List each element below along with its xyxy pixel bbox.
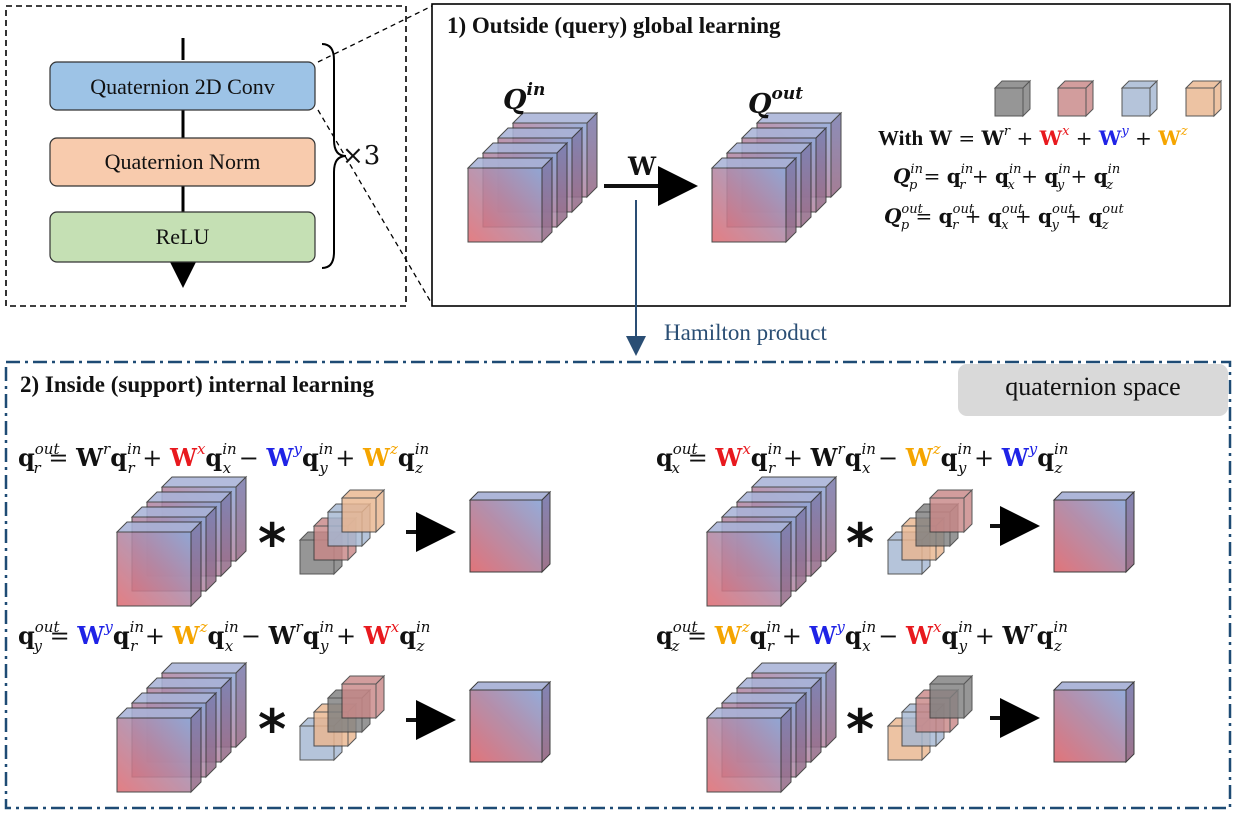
kernel-4-cube-3 — [928, 674, 974, 720]
input-stack-4-layer-0 — [705, 706, 793, 794]
cube-layer — [115, 79, 1223, 794]
repeat-brace — [321, 43, 347, 269]
zoom-line-bottom — [317, 109, 433, 305]
conv-symbol-2: * — [846, 512, 875, 575]
norm-block — [49, 137, 316, 187]
space-badge-box — [958, 364, 1228, 416]
conv-block — [49, 61, 316, 111]
q-out-label: Qout — [748, 84, 804, 120]
output-cube-1 — [468, 490, 552, 574]
q-out-equation: Qoutp = qoutr + qoutx + qouty + qoutz — [884, 202, 1124, 233]
q-in-equation: Qinp = qinr + qinx + qiny + qinz — [893, 162, 1121, 193]
norm-block-label: Quaternion Norm — [104, 149, 261, 174]
inside-title: 2) Inside (support) internal learning — [20, 372, 374, 397]
kernel-2-cube-3 — [928, 488, 974, 534]
conv-symbol-3: * — [258, 698, 287, 761]
eq-qx-out: qoutx = Wxqinr + Wrqinx − Wzqiny + Wyqin… — [656, 440, 1069, 477]
eq-qz-out: qoutz = Wzqinr + Wyqinx − Wxqiny + Wrqin… — [656, 618, 1068, 655]
space-badge: quaternion space — [1005, 372, 1181, 401]
zoom-line-top — [317, 5, 433, 63]
hamilton-label: Hamilton product — [664, 320, 827, 345]
legend-cube-2 — [1120, 79, 1159, 118]
weight-equation: With W = Wr + Wx + Wy + Wz — [878, 124, 1188, 150]
q-in-stack-layer-0 — [466, 156, 554, 244]
outside-title: 1) Outside (query) global learning — [447, 13, 781, 38]
legend-cube-3 — [1184, 79, 1223, 118]
eq-qy-out: qouty = Wyqinr + Wzqinx − Wrqiny + Wxqin… — [18, 618, 431, 655]
weight-label: W — [628, 152, 657, 181]
q-out-stack-layer-0 — [710, 156, 798, 244]
q-in-label: Qin — [503, 80, 546, 116]
eq-qr-out: qoutr = Wrqinr + Wxqinx − Wyqiny + Wzqin… — [18, 440, 430, 477]
repeat-label: ×3 — [342, 141, 381, 171]
inside-panel — [4, 360, 1232, 810]
conv-block-label: Quaternion 2D Conv — [90, 74, 275, 99]
relu-block-label: ReLU — [155, 224, 210, 249]
legend-cube-0 — [993, 79, 1032, 118]
conv-symbol-4: * — [846, 698, 875, 761]
conv-symbol-1: * — [258, 512, 287, 575]
output-cube-3 — [468, 680, 552, 764]
legend-cube-1 — [1056, 79, 1095, 118]
relu-block — [49, 211, 316, 263]
kernel-3-cube-3 — [340, 674, 386, 720]
output-cube-2 — [1052, 490, 1136, 574]
outside-panel — [431, 3, 1231, 307]
block-panel — [5, 5, 407, 307]
input-stack-3-layer-0 — [115, 706, 203, 794]
input-stack-1-layer-0 — [115, 520, 203, 608]
kernel-1-cube-3 — [340, 488, 386, 534]
output-cube-4 — [1052, 680, 1136, 764]
input-stack-2-layer-0 — [705, 520, 793, 608]
